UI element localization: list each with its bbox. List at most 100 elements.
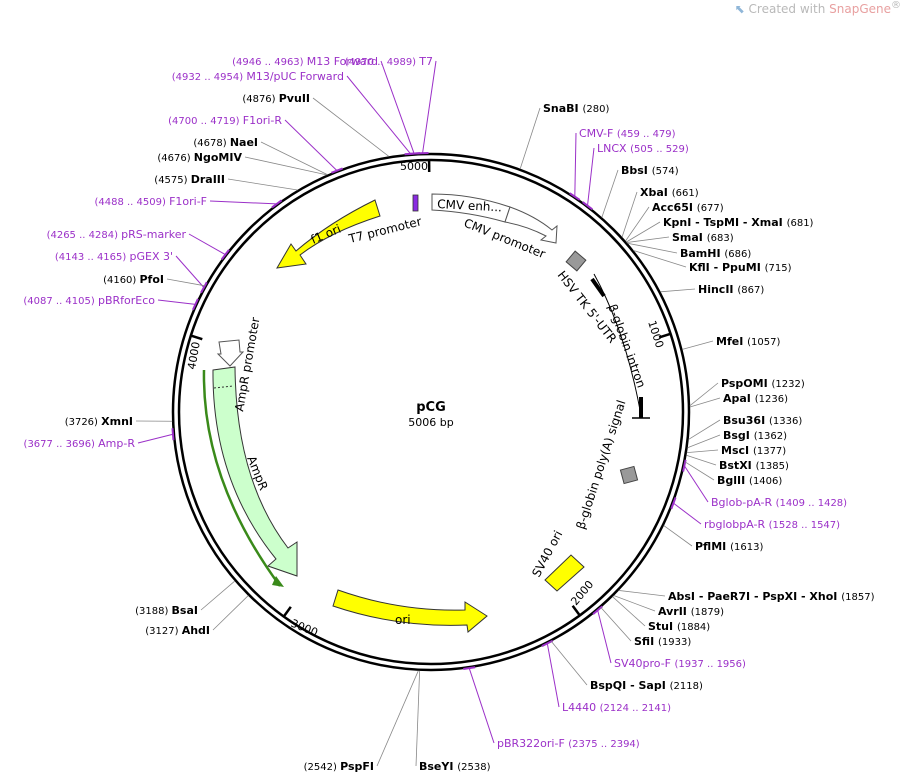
enzyme-site-label[interactable]: (4575) DraIII <box>154 173 225 186</box>
site-line <box>468 668 495 744</box>
site-name: SfiI <box>634 635 658 648</box>
enzyme-site-label[interactable]: (3188) BsaI <box>135 604 198 617</box>
site-name: HincII <box>698 283 737 296</box>
site-position: (715) <box>765 263 792 274</box>
site-line <box>212 595 249 631</box>
primer-label[interactable]: (4700 .. 4719) F1ori-R <box>168 114 282 127</box>
primer-label[interactable]: SV40pro-F (1937 .. 1956) <box>614 657 746 670</box>
primer-mark <box>331 167 343 174</box>
site-position: (4265 .. 4284) <box>47 230 122 241</box>
enzyme-site-label[interactable]: SfiI (1933) <box>634 635 691 648</box>
tick-label-4000: 4000 <box>185 341 203 371</box>
enzyme-site-label[interactable]: ApaI (1236) <box>723 392 788 405</box>
enzyme-site-label[interactable]: KpnI - TspMI - XmaI (681) <box>663 216 814 229</box>
site-position: (4160) <box>103 275 139 286</box>
primer-label[interactable]: (4265 .. 4284) pRS-marker <box>47 228 187 241</box>
enzyme-site-label[interactable]: MscI (1377) <box>721 444 786 457</box>
enzyme-site-label[interactable]: KflI - PpuMI (715) <box>689 261 792 274</box>
enzyme-site-label[interactable]: (4676) NgoMIV <box>157 151 242 164</box>
site-name: BstXI <box>719 459 756 472</box>
enzyme-site-label[interactable]: (3726) XmnI <box>65 415 133 428</box>
enzyme-site-label[interactable]: PflMI (1613) <box>695 540 763 553</box>
ampr-highlight <box>202 369 282 587</box>
site-name: PspOMI <box>721 377 772 390</box>
site-line <box>346 75 411 155</box>
enzyme-site-label[interactable]: HincII (867) <box>698 283 764 296</box>
f1-ori-arrow[interactable] <box>276 199 381 269</box>
primer-label[interactable]: Bglob-pA-R (1409 .. 1428) <box>711 496 847 509</box>
site-line <box>175 255 205 288</box>
beta-globin-intron-label: β-globin intron <box>605 302 648 389</box>
enzyme-site-label[interactable]: XbaI (661) <box>640 186 699 199</box>
site-position: (1406) <box>749 476 782 487</box>
enzyme-site-label[interactable]: MfeI (1057) <box>716 335 780 348</box>
enzyme-site-label[interactable]: Acc65I (677) <box>652 201 724 214</box>
enzyme-site-label[interactable]: (2542) PspFI <box>304 760 374 773</box>
site-position: (677) <box>697 203 724 214</box>
site-line <box>227 178 298 191</box>
enzyme-site-label[interactable]: PspOMI (1232) <box>721 377 805 390</box>
primer-label[interactable]: (4143 .. 4165) pGEX 3' <box>55 250 173 263</box>
enzyme-site-label[interactable]: StuI (1884) <box>648 620 710 633</box>
cmv-promoter-arrow[interactable] <box>504 206 558 244</box>
site-name: MfeI <box>716 335 747 348</box>
enzyme-site-label[interactable]: (4160) PfoI <box>103 273 164 286</box>
primer-label[interactable]: (4946 .. 4963) M13 Forward <box>232 55 378 68</box>
primer-label[interactable]: rbglobpA-R (1528 .. 1547) <box>704 518 840 531</box>
primer-label[interactable]: CMV-F (459 .. 479) <box>579 127 676 140</box>
primer-mark <box>682 459 687 472</box>
site-position: (867) <box>737 285 764 296</box>
enzyme-site-label[interactable]: SmaI (683) <box>672 231 734 244</box>
sv40-ori-box[interactable] <box>544 554 585 592</box>
primer-mark <box>404 152 417 156</box>
site-name: Acc65I <box>652 201 697 214</box>
enzyme-site-label[interactable]: (4876) PvuII <box>242 92 310 105</box>
enzyme-site-label[interactable]: BsgI (1362) <box>723 429 787 442</box>
ampr-arrow[interactable] <box>212 366 298 577</box>
site-name: NaeI <box>230 136 258 149</box>
enzyme-site-label[interactable]: BseYI (2538) <box>419 760 491 773</box>
primer-label[interactable]: pBR322ori-F (2375 .. 2394) <box>497 737 640 750</box>
site-position: (683) <box>707 233 734 244</box>
primer-label[interactable]: (4932 .. 4954) M13/pUC Forward <box>172 70 344 83</box>
site-name: XmnI <box>101 415 133 428</box>
site-name: pBR322ori-F <box>497 737 568 750</box>
site-position: (4087 .. 4105) <box>23 296 98 307</box>
enzyme-site-label[interactable]: BspQI - SapI (2118) <box>590 679 703 692</box>
ampr-promoter-arrow[interactable] <box>216 339 245 367</box>
enzyme-site-label[interactable]: (4678) NaeI <box>193 136 258 149</box>
primer-label[interactable]: LNCX (505 .. 529) <box>597 142 689 155</box>
site-name: Bglob-pA-R <box>711 496 776 509</box>
site-name: PspFI <box>340 760 374 773</box>
t7-promoter-marker[interactable] <box>412 194 419 212</box>
enzyme-site-label[interactable]: BbsI (574) <box>621 164 679 177</box>
site-name: SV40pro-F <box>614 657 675 670</box>
enzyme-site-label[interactable]: BamHI (686) <box>680 247 751 260</box>
primer-label[interactable]: L4440 (2124 .. 2141) <box>562 701 671 714</box>
beta-globin-polya-box[interactable] <box>619 465 639 485</box>
primer-label[interactable]: (3677 .. 3696) Amp-R <box>24 437 136 450</box>
site-name: pBRforEco <box>98 294 155 307</box>
enzyme-site-label[interactable]: SnaBI (280) <box>543 102 609 115</box>
site-line <box>551 641 588 686</box>
primer-label[interactable]: (4087 .. 4105) pBRforEco <box>23 294 155 307</box>
ori-arrow[interactable] <box>332 589 488 633</box>
enzyme-site-label[interactable]: BstXI (1385) <box>719 459 789 472</box>
site-name: AvrII <box>658 605 691 618</box>
site-name: F1ori-R <box>243 114 283 127</box>
beta-globin-intron[interactable] <box>593 273 641 411</box>
enzyme-site-label[interactable]: (3127) AhdI <box>145 624 210 637</box>
enzyme-site-label[interactable]: AvrII (1879) <box>658 605 724 618</box>
site-line <box>689 382 719 406</box>
primer-label[interactable]: (4488 .. 4509) F1ori-F <box>94 195 207 208</box>
enzyme-site-label[interactable]: AbsI - PaeR7I - PspXI - XhoI (1857) <box>668 590 875 603</box>
site-position: (1528 .. 1547) <box>769 520 841 531</box>
enzyme-site-label[interactable]: BglII (1406) <box>717 474 782 487</box>
site-name: SmaI <box>672 231 707 244</box>
enzyme-site-label[interactable]: Bsu36I (1336) <box>723 414 802 427</box>
primer-label[interactable]: (4970 .. 4989) T7 <box>345 55 433 68</box>
ampr-highlight-head <box>272 576 284 587</box>
hsv-tk-utr-box[interactable] <box>565 250 587 272</box>
primer-mark <box>463 666 476 671</box>
